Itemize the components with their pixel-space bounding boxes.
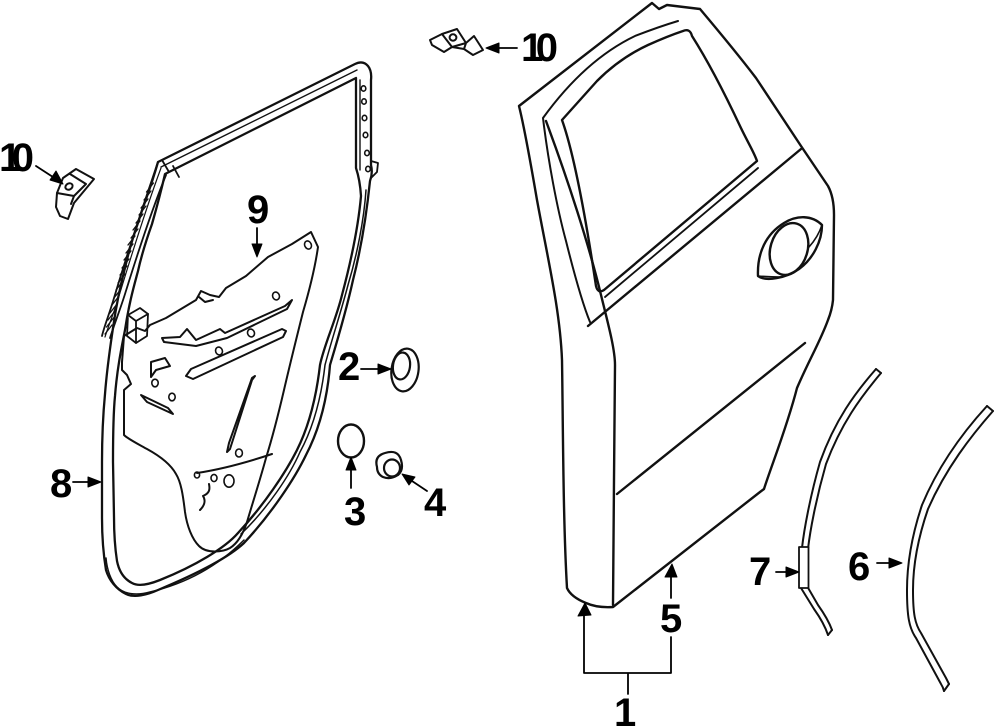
svg-text:7: 7 — [749, 550, 771, 594]
svg-text:5: 5 — [660, 597, 682, 641]
svg-text:10: 10 — [521, 26, 558, 70]
svg-text:9: 9 — [247, 188, 269, 232]
svg-text:2: 2 — [338, 345, 360, 389]
svg-text:3: 3 — [344, 490, 366, 534]
svg-text:6: 6 — [848, 545, 870, 589]
svg-text:10: 10 — [0, 136, 34, 180]
svg-text:8: 8 — [50, 462, 72, 506]
svg-text:1: 1 — [614, 691, 636, 726]
svg-text:4: 4 — [424, 481, 447, 525]
